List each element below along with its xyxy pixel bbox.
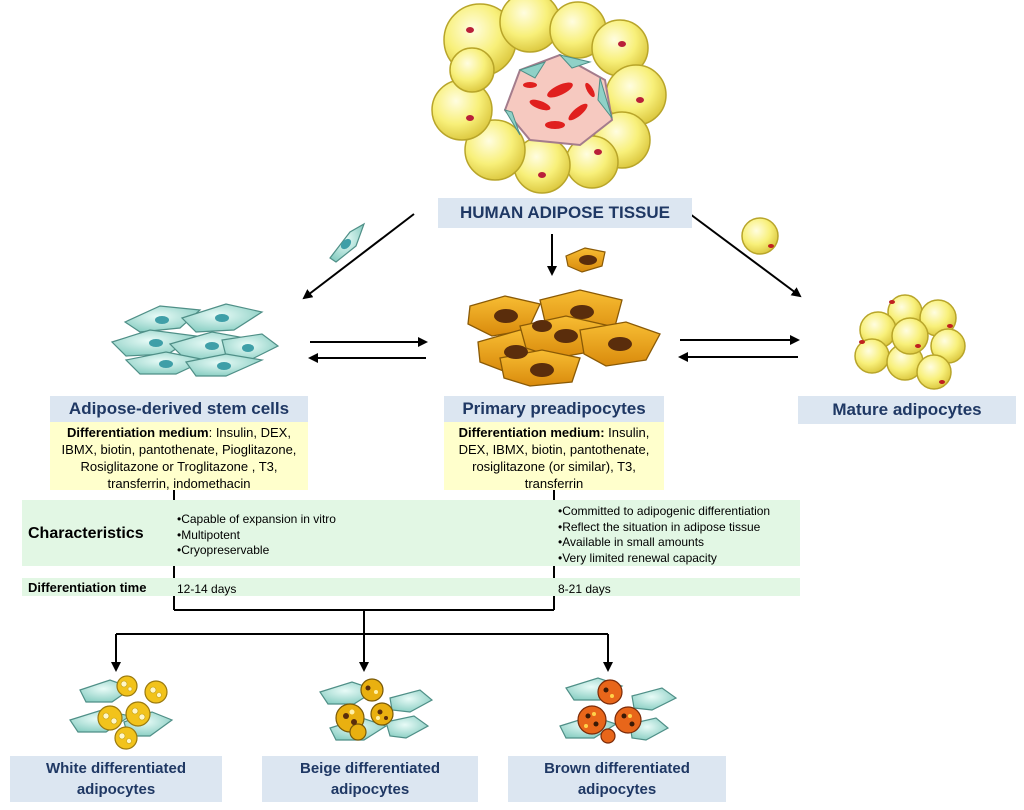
- preadipocyte-small-icon: [565, 247, 606, 273]
- human-adipose-tissue-label: HUMAN ADIPOSE TISSUE: [438, 198, 692, 228]
- stem-cell-small-icon: [329, 222, 366, 263]
- preadipocytes-title: Primary preadipocytes: [444, 396, 664, 422]
- preadipocytes-medium: Differentiation medium: Insulin, DEX, IB…: [444, 422, 664, 491]
- brown-adipocytes-illustration: [559, 677, 678, 744]
- stem-characteristics-list: •Capable of expansion in vitro •Multipot…: [177, 512, 336, 559]
- characteristics-label: Characteristics: [28, 525, 144, 542]
- pre-differentiation-time: 8-21 days: [558, 582, 611, 596]
- mature-adipocytes-title: Mature adipocytes: [798, 396, 1016, 424]
- adipose-tissue-illustration: [431, 0, 667, 194]
- stem-characteristic-item: •Capable of expansion in vitro: [177, 512, 336, 526]
- white-adipocytes-illustration: [69, 675, 174, 750]
- differentiation-time-band: [22, 578, 800, 596]
- beige-adipocytes-label: Beige differentiated adipocytes: [262, 756, 478, 802]
- pre-characteristic-item: •Available in small amounts: [558, 535, 705, 549]
- beige-adipocytes-illustration: [319, 678, 434, 741]
- white-adipocytes-label: White differentiated adipocytes: [10, 756, 222, 802]
- stem-cells-medium: Differentiation medium: Insulin, DEX, IB…: [50, 422, 308, 491]
- preadipocytes-medium-text: Insulin, DEX, IBMX, biotin, pantothenate…: [458, 425, 650, 491]
- white-adipocytes-line1: White differentiated: [45, 760, 186, 777]
- preadipocytes-illustration: [467, 289, 661, 387]
- beige-adipocytes-line1: Beige differentiated: [299, 760, 441, 777]
- stem-cells-illustration: [110, 303, 280, 377]
- brown-adipocytes-line2: adipocytes: [577, 781, 657, 798]
- adipocyte-small-icon: [741, 217, 779, 255]
- white-adipocytes-line2: adipocytes: [76, 781, 156, 798]
- stem-cells-title: Adipose-derived stem cells: [50, 396, 308, 422]
- mature-adipocytes-illustration: [854, 294, 966, 390]
- source-arrows: [302, 213, 802, 300]
- stem-cells-medium-label: Differentiation medium: [67, 425, 209, 440]
- characteristics-band: [22, 500, 800, 566]
- brown-adipocytes-line1: Brown differentiated: [544, 760, 690, 777]
- pre-characteristics-list: •Committed to adipogenic differentiation…: [558, 504, 770, 566]
- stem-characteristic-item: •Cryopreservable: [177, 543, 270, 557]
- stem-cells-medium-text: : Insulin, DEX, IBMX, biotin, pantothena…: [61, 425, 297, 491]
- pre-characteristic-item: •Very limited renewal capacity: [558, 550, 717, 565]
- beige-adipocytes-line2: adipocytes: [330, 781, 410, 798]
- interconversion-arrows: [308, 335, 800, 363]
- stem-differentiation-time: 12-14 days: [177, 582, 237, 596]
- outcome-arrows: [111, 610, 613, 672]
- stem-characteristic-item: •Multipotent: [177, 527, 240, 542]
- brown-adipocytes-label: Brown differentiated adipocytes: [508, 756, 726, 802]
- preadipocytes-medium-label: Differentiation medium:: [458, 425, 605, 440]
- pre-characteristic-item: •Committed to adipogenic differentiation: [558, 504, 771, 518]
- differentiation-time-label: Differentiation time: [28, 580, 147, 595]
- pre-characteristic-item: •Reflect the situation in adipose tissue: [558, 519, 761, 534]
